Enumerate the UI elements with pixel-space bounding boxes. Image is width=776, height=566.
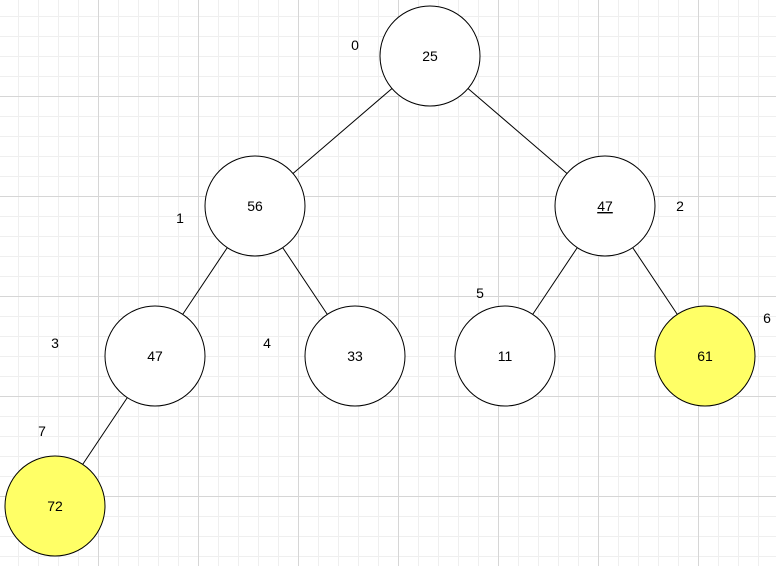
node-circle — [379, 5, 481, 107]
node-circle — [554, 155, 656, 257]
node-7: 72 — [4, 455, 106, 557]
node-circle — [454, 305, 556, 407]
node-6: 61 — [654, 305, 756, 407]
index-label-1: 1 — [176, 210, 184, 226]
edge-0-2 — [467, 88, 568, 174]
node-value: 61 — [697, 348, 713, 364]
index-label-4: 4 — [263, 335, 271, 351]
edge-2-5 — [532, 247, 578, 315]
index-label-2: 2 — [676, 198, 684, 214]
node-2: 47 — [554, 155, 656, 257]
node-circle — [4, 455, 106, 557]
node-value: 11 — [498, 348, 513, 364]
node-value: 25 — [422, 48, 438, 64]
edge-0-1 — [292, 88, 393, 174]
index-label-7: 7 — [38, 423, 46, 439]
node-1: 56 — [204, 155, 306, 257]
node-4: 33 — [304, 305, 406, 407]
index-label-0: 0 — [351, 37, 359, 53]
index-label-3: 3 — [51, 335, 59, 351]
node-circle — [304, 305, 406, 407]
edge-2-6 — [632, 247, 678, 315]
node-circle — [104, 305, 206, 407]
node-0: 25 — [379, 5, 481, 107]
node-value: 33 — [347, 348, 363, 364]
edge-1-3 — [182, 247, 228, 315]
tree-edges — [82, 88, 678, 465]
node-5: 11 — [454, 305, 556, 407]
node-3: 47 — [104, 305, 206, 407]
node-value: 72 — [47, 498, 63, 514]
node-circle — [204, 155, 306, 257]
edge-3-7 — [82, 397, 128, 465]
node-value: 47 — [147, 348, 163, 364]
node-circle — [654, 305, 756, 407]
index-label-6: 6 — [763, 310, 771, 326]
edge-1-4 — [282, 247, 328, 315]
index-label-5: 5 — [476, 285, 484, 301]
node-value: 56 — [247, 198, 263, 214]
node-value: 47 — [597, 198, 613, 214]
